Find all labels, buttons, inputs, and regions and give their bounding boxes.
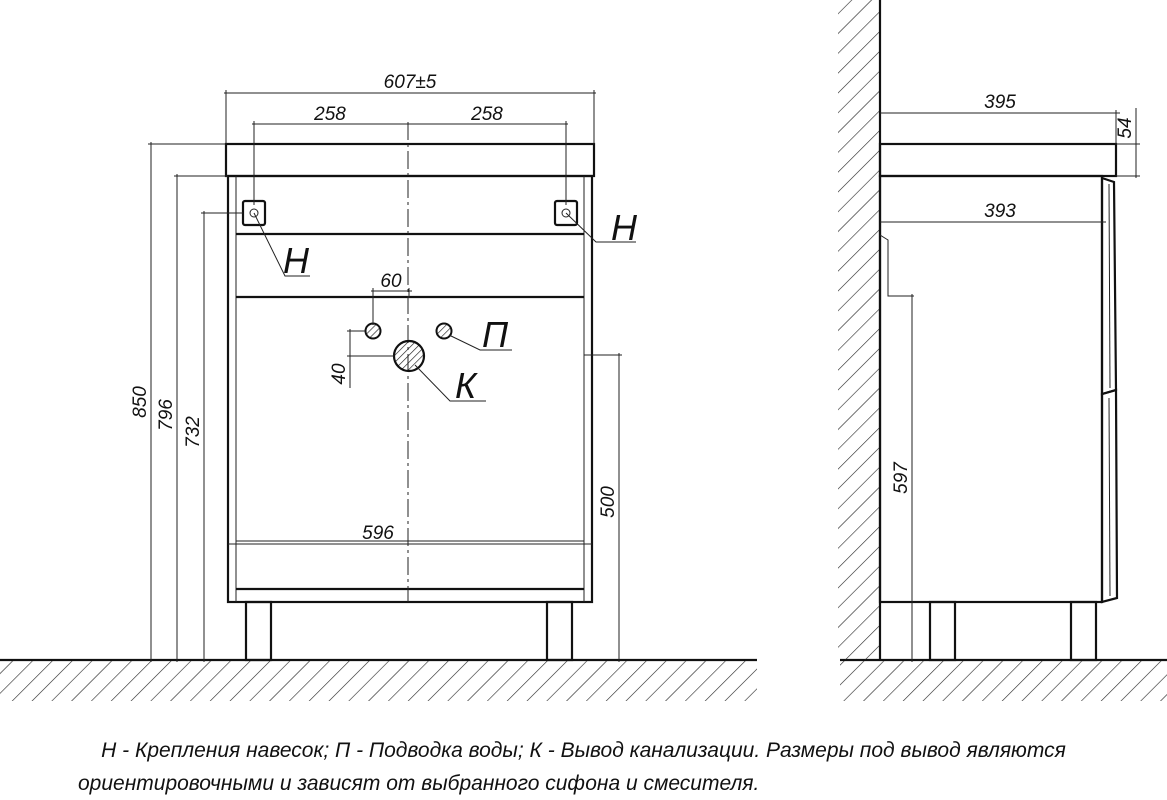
dimension-lines-front <box>148 90 622 662</box>
dim-height-body: 796 <box>156 399 177 431</box>
dimension-lines-side <box>880 108 1140 662</box>
side-cabinet <box>878 142 1119 662</box>
leaders <box>253 212 636 402</box>
dimension-texts-side: 395 54 393 597 <box>891 92 1136 494</box>
dimension-texts-front: 607±5 258 258 60 40 596 500 850 796 732 <box>130 72 619 544</box>
dim-top-depth: 395 <box>984 92 1016 113</box>
component-labels: Н Н П К <box>283 207 638 406</box>
label-water-inlet: П <box>482 314 509 355</box>
dim-inner-width: 596 <box>362 523 394 544</box>
water-inlets <box>364 322 453 340</box>
dim-drain-height: 500 <box>598 486 619 518</box>
label-mount-right: Н <box>611 207 638 248</box>
dim-total-width: 607±5 <box>384 72 437 93</box>
drain-pipe <box>392 339 426 373</box>
dim-right-half: 258 <box>470 104 503 125</box>
label-drain: К <box>455 365 478 406</box>
dim-height-inner: 732 <box>183 416 204 448</box>
dim-height-total: 850 <box>130 386 151 418</box>
wall <box>838 0 882 660</box>
dim-side-height: 597 <box>891 461 912 494</box>
caption-line-2: ориентировочными и зависят от выбранного… <box>78 772 760 795</box>
floor <box>0 658 1167 701</box>
dim-top-thickness: 54 <box>1115 117 1136 138</box>
dim-body-depth: 393 <box>984 201 1016 222</box>
front-cabinet <box>224 122 596 662</box>
dim-left-half: 258 <box>313 104 346 125</box>
dim-drain-offset: 40 <box>329 363 350 385</box>
label-mount-left: Н <box>283 240 310 281</box>
caption: Н - Крепления навесок; П - Подводка воды… <box>0 734 1167 800</box>
caption-line-1: Н - Крепления навесок; П - Подводка воды… <box>101 739 1066 762</box>
dim-inlet-spacing: 60 <box>380 271 402 292</box>
